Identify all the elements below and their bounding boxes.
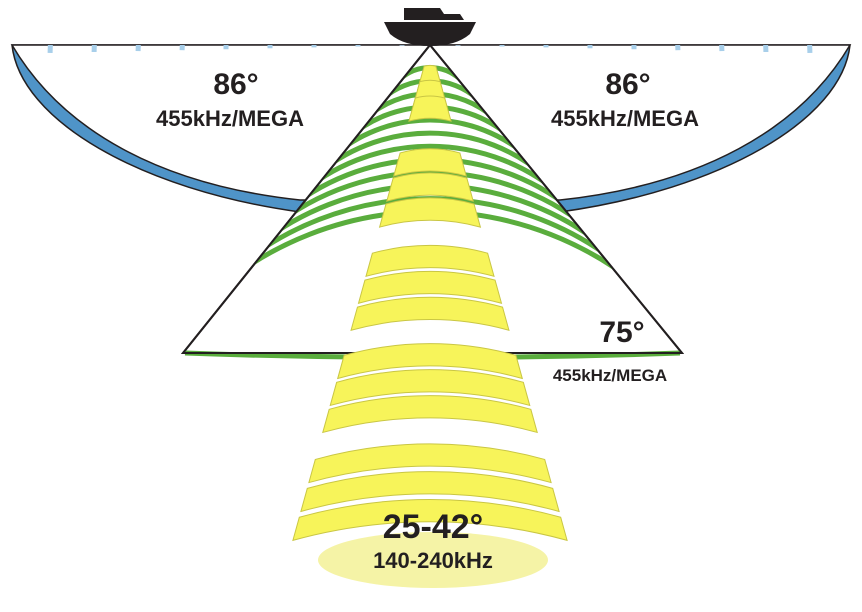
narrow-beam-segment [322, 395, 538, 434]
down-frequency: 455kHz/MEGA [552, 366, 668, 385]
down-beam-ring [312, 130, 548, 179]
narrow-angle: 25-42° [382, 508, 484, 546]
narrow-beam-segment [350, 296, 510, 331]
narrow-beam-segment [386, 172, 474, 202]
narrow-frequency: 140-240kHz [373, 548, 493, 573]
side-left-frequency: 455kHz/MEGA [156, 106, 304, 131]
down-beam-ring [295, 143, 565, 198]
side-right-angle: 86° [605, 68, 651, 101]
side-left-angle: 86° [213, 68, 259, 101]
narrow-beam-footprint [318, 532, 548, 588]
narrow-beam-segment [378, 197, 482, 228]
narrow-beam-segment [365, 244, 495, 278]
narrow-beam-segments [292, 64, 568, 542]
narrow-beam-segment [329, 369, 531, 407]
narrow-beam-segment [408, 95, 452, 122]
side-right-frequency: 455kHz/MEGA [551, 106, 699, 131]
narrow-beam-segment [300, 471, 560, 513]
down-angle: 75° [599, 316, 645, 349]
narrow-beam-segment [393, 148, 467, 177]
narrow-beam-segment [292, 499, 568, 542]
narrow-beam-segment [308, 443, 552, 484]
narrow-beam-segment [357, 270, 503, 305]
down-beam-ring [330, 117, 530, 159]
narrow-beam-segment [336, 343, 524, 380]
boat-hull-icon [384, 8, 476, 46]
